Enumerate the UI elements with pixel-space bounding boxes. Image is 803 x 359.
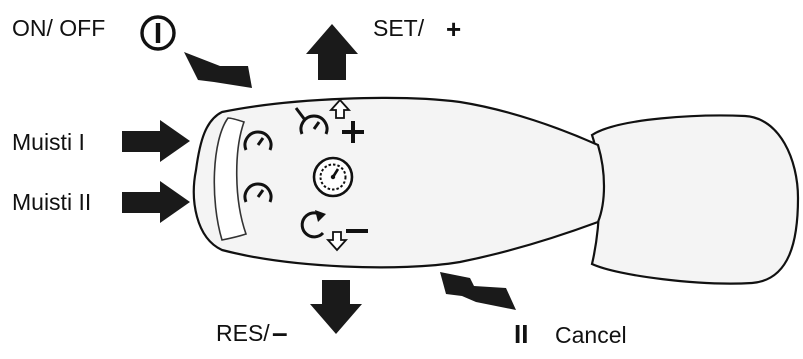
- res-label: RES/: [216, 320, 270, 346]
- on-off-label: ON/ OFF: [12, 15, 105, 41]
- speedometer-icon: [243, 182, 273, 203]
- stalk-head: [192, 96, 606, 269]
- res-arrow-down: [310, 280, 362, 334]
- cancel-label: Cancel: [555, 322, 627, 348]
- memory-2-label: Muisti II: [12, 189, 91, 215]
- cancel-pause-symbol: II: [514, 319, 528, 349]
- on-off-arrow: [184, 52, 252, 88]
- memory-1-label: Muisti I: [12, 129, 85, 155]
- speedometer-icon: [243, 130, 273, 151]
- res-minus-symbol: –: [272, 317, 288, 348]
- stalk-endcap: [213, 117, 248, 241]
- resume-arrow-icon: [300, 211, 325, 239]
- cruise-control-icon: [312, 156, 354, 198]
- stalk-handle: [590, 114, 800, 285]
- cancel-arrow: [440, 272, 516, 310]
- set-plus-icon: [294, 98, 364, 143]
- arrow-up-outline-icon: [328, 98, 352, 119]
- memory-1-arrow: [122, 120, 190, 162]
- set-arrow-up: [306, 24, 358, 80]
- control-stalk: [192, 96, 800, 285]
- memory-2-arrow: [122, 181, 190, 223]
- set-plus-symbol: +: [446, 14, 461, 44]
- power-icon: [140, 15, 176, 51]
- set-label: SET/: [373, 15, 425, 41]
- resume-minus-icon: [300, 210, 368, 252]
- arrow-down-outline-icon: [325, 231, 349, 252]
